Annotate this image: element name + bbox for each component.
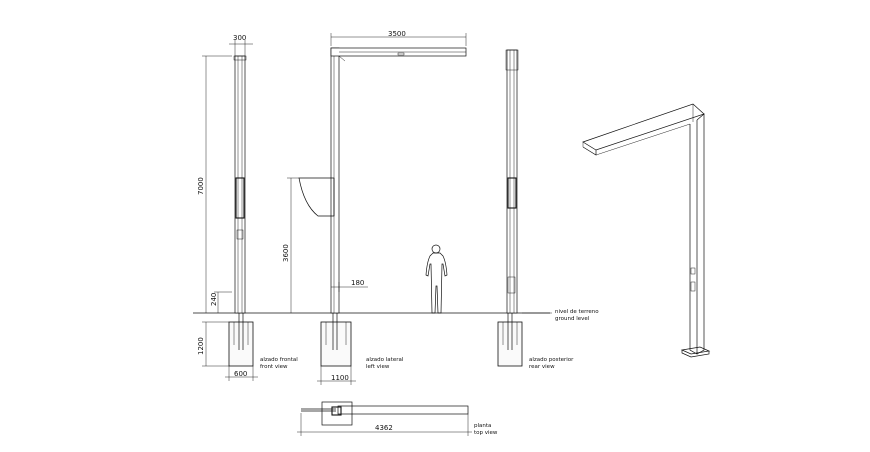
dim-1100: 1100 <box>331 374 349 382</box>
side-view-label-en: left view <box>366 364 390 370</box>
rear-view-label-en: rear view <box>529 364 555 370</box>
front-view: 300 7000 240 1200 600 alzado frontal fro… <box>197 34 298 381</box>
side-view: 3500 3600 180 1100 alzado lateral left v… <box>282 30 467 385</box>
ground-label-es: nivel de terreno <box>555 309 599 315</box>
dim-3500: 3500 <box>388 30 406 38</box>
dim-180: 180 <box>351 279 364 287</box>
human-figure <box>425 244 448 314</box>
dim-3600: 3600 <box>282 244 290 262</box>
rear-view-label-es: alzado posterior <box>529 357 574 363</box>
dim-1200: 1200 <box>197 337 205 355</box>
dim-7000: 7000 <box>197 177 205 195</box>
rear-view: alzado posterior rear view <box>497 49 574 370</box>
dim-600: 600 <box>234 370 247 378</box>
dim-4362: 4362 <box>375 424 393 432</box>
dim-240: 240 <box>210 293 218 306</box>
dim-300: 300 <box>233 34 246 42</box>
front-view-label-es: alzado frontal <box>260 357 298 363</box>
side-view-label-es: alzado lateral <box>366 357 404 363</box>
plan-view-label-es: planta <box>474 423 491 429</box>
side-luminaire <box>298 177 335 217</box>
plan-view-label-en: top view <box>474 430 498 436</box>
plan-view: 4362 planta top view <box>297 401 498 436</box>
front-view-label-en: front view <box>260 364 288 370</box>
ground-label-en: ground level <box>555 316 590 322</box>
isometric-view <box>582 103 711 358</box>
